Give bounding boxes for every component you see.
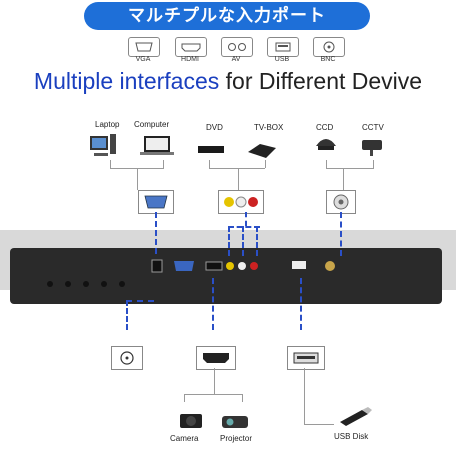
- button-row: [47, 281, 125, 287]
- port-label-bnc: BNC: [320, 56, 336, 63]
- av-connector-box: [218, 190, 264, 214]
- dvd-player-icon: [198, 146, 224, 153]
- vga-connector-box: [138, 190, 174, 214]
- label-tvbox: TV-BOX: [254, 123, 284, 132]
- usb-port-icon: [267, 37, 299, 57]
- laptop-icon: [140, 136, 174, 155]
- monitor-panel: [10, 248, 442, 304]
- power-dc-jack-box: [111, 346, 143, 370]
- laptop-computer-icons: [90, 134, 174, 156]
- label-usb-disk: USB Disk: [334, 432, 369, 441]
- label-ccd: CCD: [316, 123, 334, 132]
- port-row: [151, 259, 335, 273]
- hdmi-connector-box: [196, 346, 236, 370]
- label-laptop: Laptop: [95, 120, 120, 129]
- dslr-camera-icon: [180, 414, 202, 428]
- label-cctv: CCTV: [362, 123, 384, 132]
- av-port-icon: [221, 37, 253, 57]
- headline-highlight: Multiple interfaces: [33, 68, 220, 94]
- usb-connector-box: [287, 346, 325, 370]
- port-label-av: AV: [231, 56, 241, 63]
- label-camera: Camera: [170, 434, 199, 443]
- bnc-connector-box: [326, 190, 356, 214]
- port-label-vga: VGA: [135, 56, 151, 63]
- label-dvd: DVD: [206, 123, 223, 132]
- title-banner: マルチプルな入力ポート: [84, 2, 370, 30]
- headline-rest: for Different Devive: [219, 68, 423, 94]
- tv-box-icon: [248, 144, 276, 158]
- port-label-usb: USB: [274, 56, 290, 63]
- dvd-tvbox-icons: [198, 144, 276, 158]
- usb-disk-icon: [340, 407, 372, 426]
- desktop-pc-icon: [90, 134, 116, 156]
- hdmi-port-icon: [175, 37, 207, 57]
- bnc-port-icon: [313, 37, 345, 57]
- camera-projector-icons: [180, 414, 248, 428]
- vga-port-icon: [128, 37, 160, 57]
- ccd-dome-camera-icon: [316, 139, 336, 150]
- camera-icons: [316, 139, 382, 156]
- label-projector: Projector: [220, 434, 253, 443]
- label-computer: Computer: [134, 120, 170, 129]
- projector-icon: [222, 416, 248, 428]
- cctv-camera-icon: [362, 140, 382, 156]
- port-label-hdmi: HDMI: [181, 56, 199, 63]
- headline: Multiple interfaces for Different Devive: [0, 68, 456, 95]
